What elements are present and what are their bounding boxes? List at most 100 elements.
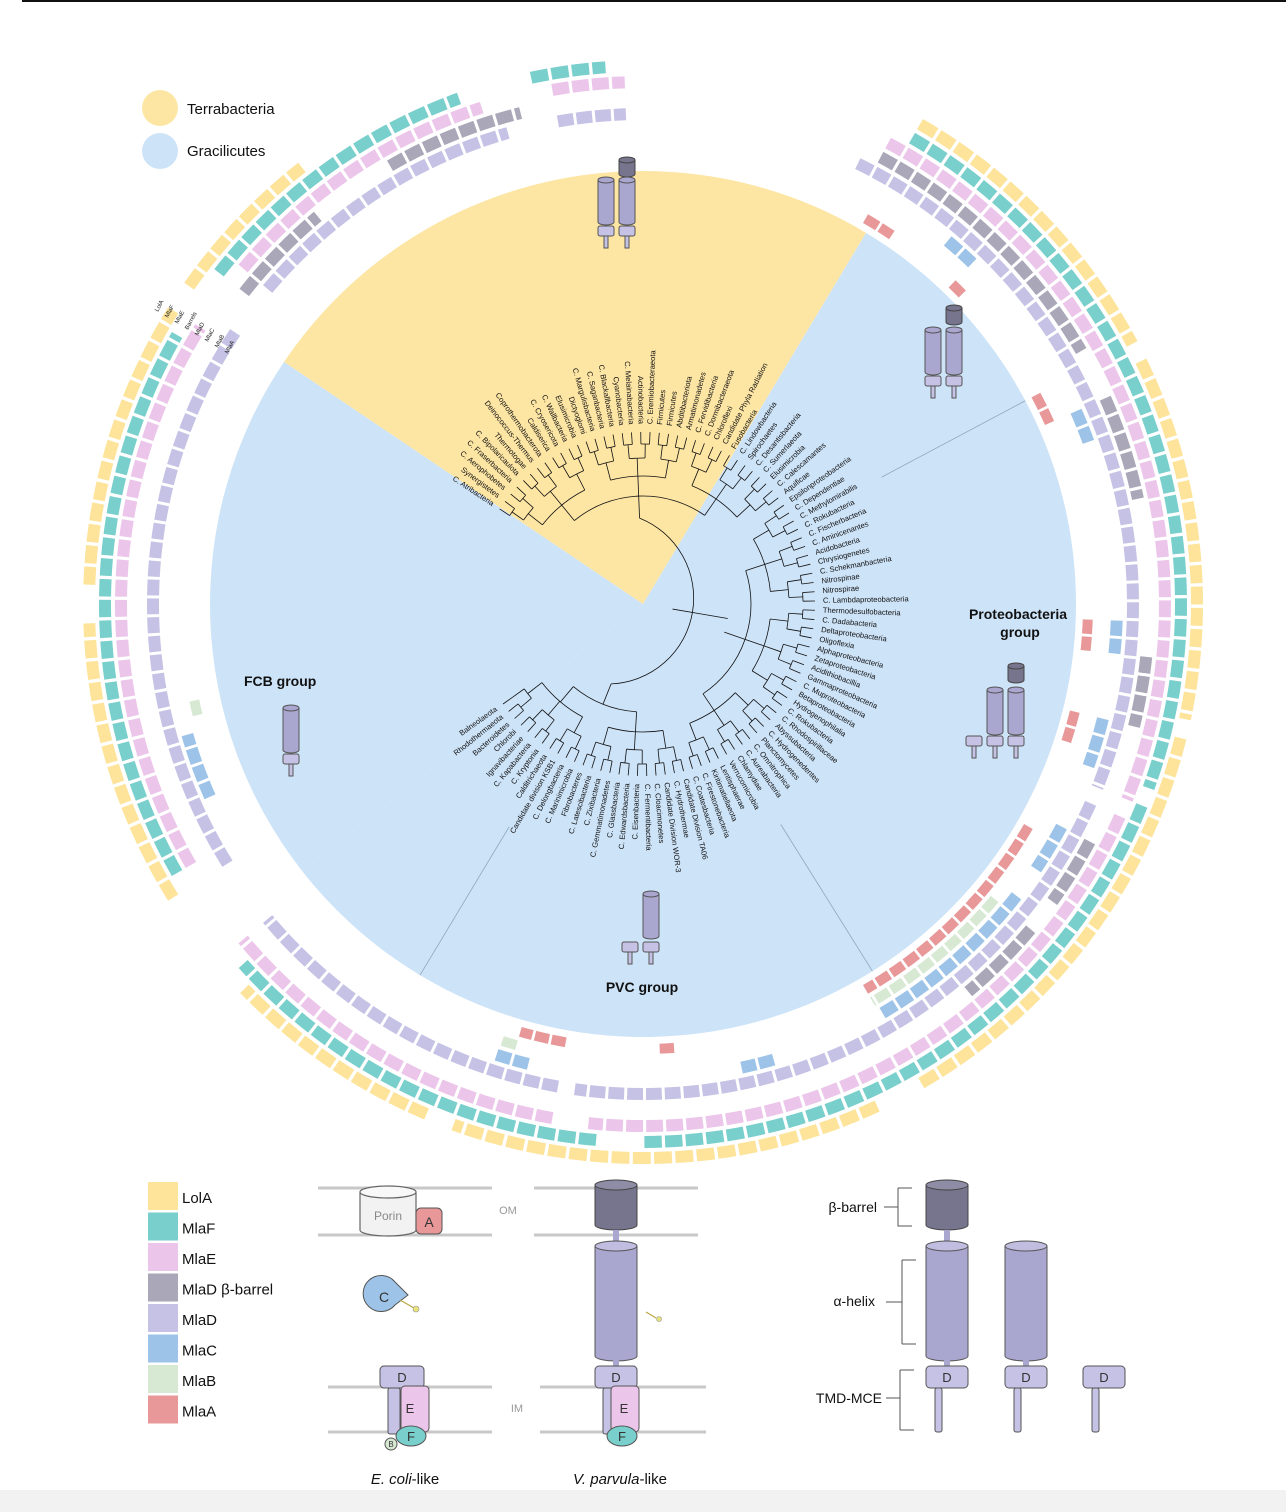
mlaf-ring-segment <box>644 1135 662 1148</box>
mlae-ring-segment <box>383 1053 404 1072</box>
mlad-ring-segment <box>645 1087 663 1100</box>
mlad-barrel-ring-segment <box>1099 395 1118 416</box>
mlaa-ring-segment <box>1061 726 1076 744</box>
mlab-ring-segment <box>189 699 203 717</box>
mlac-ring-segment <box>894 990 915 1009</box>
mlaf-ring-segment <box>255 209 277 231</box>
mlad-ring-segment <box>626 1087 643 1100</box>
mlad-ring-segment <box>316 220 337 240</box>
mlaf-ring-segment <box>1079 893 1100 915</box>
mlae-ring-segment <box>377 139 398 159</box>
mlae-ring-segment <box>705 1113 724 1129</box>
mlaf-ring-segment <box>99 599 112 618</box>
lola-ring-segment <box>589 1149 609 1163</box>
mlac-ring-segment <box>938 957 958 977</box>
gracilicutes-swatch <box>142 133 178 169</box>
lola-ring-segment <box>138 842 158 864</box>
mlac-ring-segment <box>740 1058 758 1074</box>
mlaa-ring-segment <box>877 223 895 240</box>
mlae-ring-segment <box>1139 460 1156 480</box>
mlaf-ring-segment <box>960 167 982 188</box>
mlaf-ring-segment <box>943 155 965 175</box>
mlaf-ring-segment <box>129 780 148 801</box>
mlaa-ring-segment <box>1066 710 1080 727</box>
lola-ring-segment <box>297 1035 320 1056</box>
mlaf-ring-segment <box>516 1121 537 1137</box>
lola-ring-segment <box>716 1144 737 1159</box>
im-label: IM <box>511 1403 523 1415</box>
mlae-ring-segment <box>625 1119 643 1132</box>
lola-ring-segment <box>778 1130 800 1147</box>
mlad-ring-segment <box>1091 783 1104 790</box>
lola-ring-segment <box>1180 691 1196 712</box>
mlaf-ring-segment <box>571 62 590 77</box>
mlac-ring-segment <box>511 1054 530 1070</box>
lola-ring-segment <box>970 1032 993 1053</box>
mlad-ring-segment <box>149 541 163 559</box>
mlae-ring-segment <box>135 440 153 461</box>
mlab-ring-segment <box>917 956 936 974</box>
mlaf-ring-segment <box>1164 494 1180 514</box>
mlad-ring-segment <box>887 176 908 195</box>
mlae-ring-segment <box>132 737 150 757</box>
mlae-ring-segment <box>117 539 131 558</box>
mlad-ring-segment <box>575 110 593 125</box>
lola-ring-segment <box>1190 586 1203 605</box>
lola-ring-segment <box>484 1129 505 1146</box>
mlad-ring-segment <box>279 933 300 954</box>
mlad-ring-segment <box>1118 676 1134 694</box>
mlaf-ring-segment <box>270 195 292 217</box>
mlad-barrel-ring-segment <box>404 143 425 162</box>
taxon-label: C. Fermentibacteria <box>643 784 653 852</box>
mlaf-ring-segment <box>99 558 113 577</box>
mlaf-ring-segment <box>353 134 375 154</box>
mlad-ring-segment <box>1125 564 1139 581</box>
mlad-ring-segment <box>462 136 482 154</box>
lola-ring-segment <box>1075 926 1097 948</box>
lola-ring-segment <box>1184 670 1199 691</box>
ring-label: MlaF <box>164 304 176 319</box>
mlad-barrel-ring-segment <box>986 231 1007 252</box>
tmd-mce-label: TMD-MCE <box>816 1390 882 1406</box>
mlaf-ring-segment <box>1141 414 1159 435</box>
mlad-ring-segment <box>1026 301 1046 322</box>
mlae-ring-segment <box>1142 718 1158 738</box>
lola-ring-segment <box>1152 397 1171 419</box>
mlae-ring-segment <box>571 78 590 93</box>
mlaf-ring-segment <box>446 92 462 109</box>
beta-barrel-label: β-barrel <box>828 1199 877 1215</box>
legend-swatch-mlaa <box>148 1395 178 1424</box>
ring-label: LolA <box>154 300 165 313</box>
mlae-ring-segment <box>118 659 133 678</box>
mlad-barrel-ring-segment <box>1015 925 1036 946</box>
mlad-ring-segment <box>1047 332 1067 353</box>
annotation-rings <box>83 61 1203 1164</box>
mlaa-ring-segment <box>888 960 907 978</box>
mlab-ring-segment <box>888 977 907 995</box>
mlaf-ring-segment <box>248 970 270 992</box>
lola-ring-segment <box>1121 330 1138 347</box>
mlaf-ring-segment <box>1152 739 1169 760</box>
mlad-ring-segment <box>302 232 322 253</box>
lola-ring-segment <box>1034 974 1056 997</box>
mlae-ring-segment <box>514 1104 534 1121</box>
mlae-ring-segment <box>243 940 264 962</box>
mlad-ring-segment <box>148 635 162 653</box>
domain-d-label-1: D <box>942 1370 951 1385</box>
ring-label: MlaD <box>194 321 206 337</box>
mlae-ring-segment <box>919 158 941 178</box>
mlaf-ring-segment <box>214 255 235 277</box>
mlac-ring-segment <box>1087 734 1104 753</box>
mlaa-ring-segment <box>965 892 983 911</box>
mlad-ring-segment <box>194 378 212 398</box>
mlad-ring-segment <box>934 207 955 228</box>
lola-ring-segment <box>102 439 120 461</box>
mlad-barrel-ring-segment <box>972 218 993 239</box>
mlab-ring-segment <box>903 967 921 985</box>
mlad-ring-segment <box>172 430 190 450</box>
mlaf-ring-segment <box>238 959 256 977</box>
mlad-ring-segment <box>432 1042 453 1060</box>
mlae-ring-segment <box>144 774 162 795</box>
lola-ring-segment <box>88 681 104 702</box>
mlad-ring-segment <box>756 1070 775 1087</box>
